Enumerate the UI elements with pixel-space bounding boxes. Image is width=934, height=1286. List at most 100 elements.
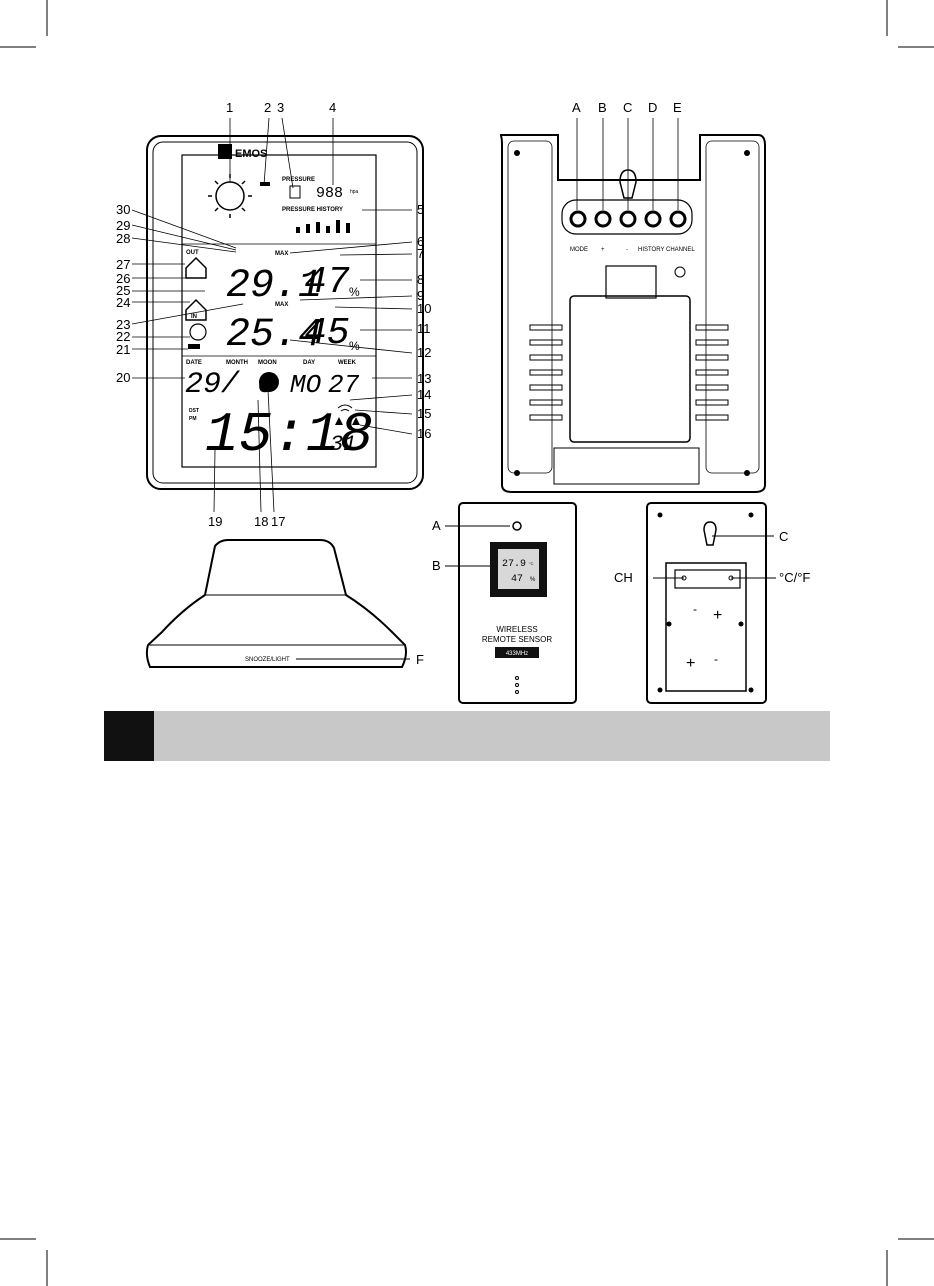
callout-2-line xyxy=(263,117,270,186)
callout-9-line xyxy=(299,295,413,301)
minus-button-label: - xyxy=(626,247,628,253)
battery-compartment xyxy=(569,295,691,443)
callout-3: 3 xyxy=(277,100,284,115)
emos-logo-icon xyxy=(218,144,232,159)
sensor-humidity: 47 xyxy=(511,574,523,585)
in-label: IN xyxy=(191,314,197,320)
outdoor-humidity: 47 xyxy=(304,261,350,304)
callout-26: 26 xyxy=(116,271,130,286)
callout-2: 2 xyxy=(264,100,271,115)
pressure-trend-icon xyxy=(289,185,301,199)
speaker-icon xyxy=(674,266,686,278)
battery-door-latch[interactable] xyxy=(605,265,657,299)
sensor-screw-icons xyxy=(657,512,754,693)
callout-7-line xyxy=(339,253,413,256)
callout-12: 12 xyxy=(417,345,431,360)
callout-23: 23 xyxy=(116,317,130,332)
battery-minus-bottom: - xyxy=(714,652,718,666)
mode-button[interactable] xyxy=(569,210,587,228)
sensor-led-icon xyxy=(512,521,522,531)
callout-10: 10 xyxy=(417,301,431,316)
callout-18: 18 xyxy=(254,514,268,529)
callout-23-line xyxy=(131,303,244,325)
callout-1: 1 xyxy=(226,100,233,115)
callout-21: 21 xyxy=(116,342,130,357)
callout-29-line xyxy=(131,224,237,251)
back-unit: MODE + - HISTORY CHANNEL xyxy=(499,134,766,493)
callout-15-line xyxy=(354,409,413,415)
outdoor-temperature: 29.1 xyxy=(226,264,322,309)
channel-switch[interactable] xyxy=(674,569,741,589)
sensor-front: 27.9 °C 47 % WIRELESS REMOTE SENSOR 433M… xyxy=(432,502,577,704)
plus-button[interactable] xyxy=(594,210,612,228)
sensor-back: - + + - C CH °C/°F xyxy=(614,502,810,704)
callout-15: 15 xyxy=(417,406,431,421)
callout-7: 7 xyxy=(417,246,424,261)
sensor-title-2: REMOTE SENSOR xyxy=(482,635,552,644)
callout-29: 29 xyxy=(116,218,130,233)
channel-button[interactable] xyxy=(669,210,687,228)
callout-25: 25 xyxy=(116,283,130,298)
battery-plus-top: + xyxy=(713,607,722,624)
pressure-unit: hpa xyxy=(350,189,359,195)
dst-label: DST xyxy=(189,408,199,414)
callout-19: 19 xyxy=(208,514,222,529)
callout-back-B: B xyxy=(598,100,607,115)
plus-button-label: + xyxy=(601,247,605,253)
month-label: MONTH xyxy=(226,360,248,366)
indoor-humidity: 45 xyxy=(304,312,350,355)
callout-F: F xyxy=(416,652,424,667)
indoor-house-icon xyxy=(185,298,207,321)
brand-text: EMOS xyxy=(235,148,267,160)
callout-sensor-B: B xyxy=(432,558,441,573)
callout-back-E: E xyxy=(673,100,682,115)
stand-view: SNOOZE/LIGHT F xyxy=(145,539,424,668)
pressure-label: PRESSURE xyxy=(282,177,315,183)
indoor-temperature: 25.4 xyxy=(226,313,322,358)
history-button[interactable] xyxy=(644,210,662,228)
seconds-value: 31 xyxy=(330,432,356,457)
outdoor-humidity-unit: % xyxy=(349,285,360,299)
channel-button-label: CHANNEL xyxy=(666,247,695,253)
front-unit: EMOS PRESSURE 988 hpa PRESSURE HISTORY O… xyxy=(146,135,424,490)
pressure-history-label: PRESSURE HISTORY xyxy=(282,207,343,213)
signal-icon xyxy=(260,182,270,186)
callout-8: 8 xyxy=(417,272,424,287)
moon-label: MOON xyxy=(258,360,277,366)
callout-17-line xyxy=(267,389,275,513)
section-number xyxy=(104,711,154,761)
callout-27: 27 xyxy=(116,257,130,272)
callout-sensor-C: C xyxy=(779,529,788,544)
sensor-humidity-unit: % xyxy=(530,577,536,583)
rcc-signal-icon xyxy=(337,404,353,412)
sensor-temp: 27.9 xyxy=(502,559,526,570)
battery-plus-bottom: + xyxy=(686,655,695,672)
callout-back-D: D xyxy=(648,100,657,115)
callout-28-line xyxy=(131,237,237,253)
callout-6: 6 xyxy=(417,234,424,249)
outdoor-house-icon xyxy=(185,256,207,279)
callout-11: 11 xyxy=(417,321,431,336)
sensor-title-1: WIRELESS xyxy=(496,625,537,634)
minus-button[interactable] xyxy=(619,210,637,228)
channel-label: CH xyxy=(614,570,633,585)
callout-19-line xyxy=(213,449,216,513)
week-label: WEEK xyxy=(338,360,357,366)
callout-14-line xyxy=(349,394,413,401)
history-button-label: HISTORY xyxy=(638,247,664,253)
alarm-bell-icon xyxy=(335,417,360,425)
callout-30-line xyxy=(131,209,237,249)
sensor-temp-unit: °C xyxy=(529,561,534,566)
callout-10-line xyxy=(334,306,413,310)
callout-24: 24 xyxy=(116,295,130,310)
out-label: OUT xyxy=(186,250,199,256)
wall-hang-hole-icon xyxy=(619,169,637,199)
callout-18-line xyxy=(257,399,262,513)
callout-13: 13 xyxy=(417,371,431,386)
callout-3-line xyxy=(281,117,294,189)
